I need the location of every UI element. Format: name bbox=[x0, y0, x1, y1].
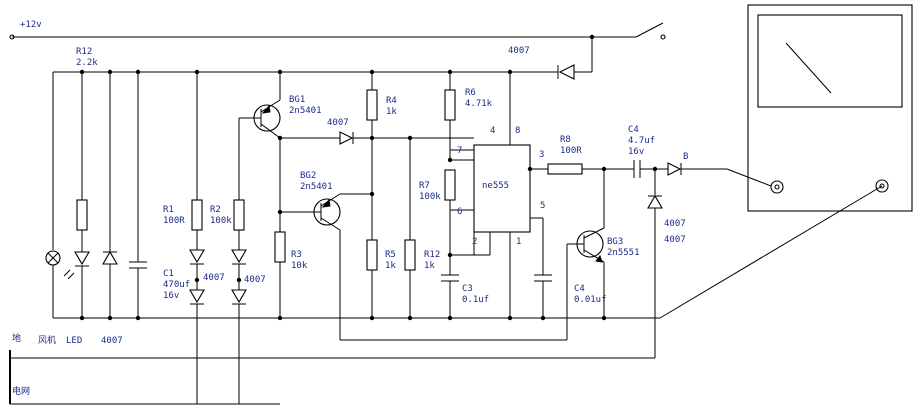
mains-section bbox=[9, 350, 280, 405]
c1-val: 470uf bbox=[163, 280, 190, 290]
r2-branch bbox=[231, 117, 258, 404]
r3-val: 10k bbox=[291, 261, 308, 271]
bg2-ref: BG2 bbox=[300, 171, 316, 181]
r6-val: 4.71k bbox=[465, 99, 493, 109]
r12-top-ref: R12 bbox=[76, 47, 92, 57]
d-bg1-label: 4007 bbox=[327, 118, 349, 128]
bg3-transistor bbox=[567, 227, 605, 318]
r6-ref: R6 bbox=[465, 88, 476, 98]
led-label: LED bbox=[66, 336, 82, 346]
bg2-val: 2n5401 bbox=[300, 182, 333, 192]
r4-ref: R4 bbox=[386, 96, 397, 106]
diode-4007-left bbox=[102, 72, 118, 318]
r4-val: 1k bbox=[386, 107, 397, 117]
bg1-diode bbox=[339, 131, 474, 145]
c4b-ref: C4 bbox=[574, 284, 585, 294]
r1-ref: R1 bbox=[163, 205, 174, 215]
r12-val: 1k bbox=[424, 261, 435, 271]
fan-label: 风机 bbox=[38, 334, 56, 346]
r2-ref: R2 bbox=[210, 205, 221, 215]
bg2-transistor bbox=[280, 193, 568, 341]
fan-lamp bbox=[45, 72, 61, 318]
power-switch bbox=[635, 22, 664, 38]
pin3-label: 3 bbox=[539, 150, 544, 160]
r4-r5-column bbox=[366, 72, 378, 318]
r12-top-val: 2.2k bbox=[76, 58, 98, 68]
r12-ref: R12 bbox=[424, 250, 440, 260]
gnd-label: 地 bbox=[12, 332, 21, 344]
diode-fb-label: 4007 bbox=[508, 46, 530, 56]
d-v2-label: 4007 bbox=[664, 235, 686, 245]
r1-branch bbox=[189, 72, 205, 404]
vcc-label: +12v bbox=[20, 20, 42, 30]
r8-val: 100R bbox=[560, 146, 582, 156]
r5-val: 1k bbox=[385, 261, 396, 271]
output-stage bbox=[10, 160, 772, 359]
r7-val: 100k bbox=[419, 192, 441, 202]
d1-label: 4007 bbox=[203, 273, 225, 283]
pin4-label: 4 bbox=[490, 126, 495, 136]
c1-v: 16v bbox=[163, 291, 179, 301]
pin5-label: 5 bbox=[540, 201, 545, 211]
led-branch bbox=[63, 72, 90, 318]
vcc-rail bbox=[9, 22, 666, 40]
r7-ref: R7 bbox=[419, 181, 430, 191]
bg1-transistor bbox=[253, 72, 340, 232]
probe-ground-lead bbox=[659, 185, 883, 319]
pin8-label: 8 bbox=[515, 126, 520, 136]
pin1-label: 1 bbox=[516, 237, 521, 247]
d-led-label: 4007 bbox=[101, 336, 123, 346]
b-label: B bbox=[683, 152, 688, 162]
c4a-v: 16v bbox=[628, 147, 644, 157]
r12-resistor bbox=[404, 138, 416, 318]
grid-label: 电网 bbox=[12, 385, 30, 397]
pin2-label: 2 bbox=[472, 237, 477, 247]
d-v1-label: 4007 bbox=[664, 219, 686, 229]
r8-ref: R8 bbox=[560, 135, 571, 145]
c4a-val: 4.7uf bbox=[628, 136, 655, 146]
r2-val: 100k bbox=[210, 216, 232, 226]
cap-left bbox=[129, 72, 147, 318]
meter bbox=[747, 4, 913, 212]
c1-ref: C1 bbox=[163, 269, 174, 279]
r6-resistor bbox=[444, 72, 456, 150]
bg3-val: 2n5551 bbox=[607, 248, 640, 258]
c4b-val: 0.01uf bbox=[574, 295, 607, 305]
c4a-ref: C4 bbox=[628, 125, 639, 135]
r5-ref: R5 bbox=[385, 250, 396, 260]
pin7-label: 7 bbox=[457, 146, 462, 156]
bg3-ref: BG3 bbox=[607, 237, 623, 247]
d2-label: 4007 bbox=[244, 275, 266, 285]
c3-val: 0.1uf bbox=[462, 295, 489, 305]
ne555-ic bbox=[441, 144, 552, 318]
r3-ref: R3 bbox=[291, 250, 302, 260]
r1-val: 100R bbox=[163, 216, 185, 226]
pin6-label: 6 bbox=[457, 207, 462, 217]
ic-label: ne555 bbox=[482, 181, 509, 191]
c3-ref: C3 bbox=[462, 284, 473, 294]
bg1-ref: BG1 bbox=[289, 95, 305, 105]
r3-resistor bbox=[274, 231, 286, 318]
bg1-val: 2n5401 bbox=[289, 106, 322, 116]
